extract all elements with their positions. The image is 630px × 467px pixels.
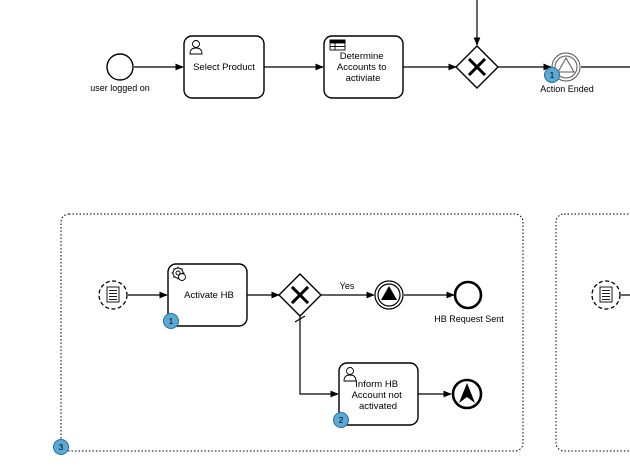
task-label-line: Determine — [340, 51, 384, 62]
svg-text:Determine Accounts to: Determine Accounts to activiate — [337, 51, 389, 84]
triangle-icon — [557, 56, 575, 73]
svg-text:2: 2 — [339, 416, 344, 425]
task-determine-accounts[interactable]: Determine Accounts to activiate — [323, 35, 404, 99]
arrowhead-icon — [459, 383, 475, 403]
triangle-icon — [381, 286, 397, 300]
task-label-line: Account not — [352, 390, 403, 401]
task-select-product[interactable]: Select Product — [183, 35, 265, 99]
task-activate-hb[interactable]: Activate HB — [167, 263, 248, 327]
x-icon — [290, 285, 310, 305]
task-label-line: Select Product — [193, 62, 255, 73]
badge-action-ended: 1 — [544, 67, 560, 83]
svg-text:Activate HB: Activate HB — [184, 290, 234, 301]
conditional-start-event[interactable] — [98, 280, 128, 310]
badge-inform-hb: 2 — [333, 412, 349, 428]
flow-yes-label: Yes — [340, 281, 355, 291]
task-label-line: Activate HB — [184, 290, 234, 301]
flow-gateway-to-inform[interactable] — [299, 316, 339, 398]
task-label-line: activated — [359, 401, 397, 412]
exclusive-gateway-top[interactable] — [455, 45, 499, 89]
start-event-label: user logged on — [90, 83, 150, 93]
task-inform-hb[interactable]: Inform HB Account not activated — [338, 362, 419, 426]
action-ended-label: Action Ended — [540, 84, 594, 94]
badge-activate-hb: 1 — [163, 313, 179, 329]
sequence-flows-top — [134, 0, 630, 71]
hb-request-sent-event[interactable] — [453, 280, 483, 310]
conditional-start-event-right[interactable] — [591, 280, 621, 310]
svg-text:1: 1 — [550, 71, 555, 80]
escalation-end-event[interactable] — [451, 378, 483, 410]
svg-text:Select Product: Select Product — [193, 62, 255, 73]
badge-subprocess: 3 — [53, 439, 69, 455]
document-icon — [106, 286, 120, 303]
sequence-flows-bottom — [128, 291, 455, 398]
x-icon — [467, 57, 487, 77]
event-subprocess[interactable] — [60, 213, 524, 452]
start-event[interactable] — [106, 53, 134, 81]
task-label-line: Accounts to — [337, 62, 387, 73]
user-icon — [189, 40, 203, 55]
signal-throw-event[interactable] — [374, 280, 404, 310]
exclusive-gateway-bottom[interactable] — [278, 273, 322, 317]
svg-text:1: 1 — [169, 317, 174, 326]
svg-text:Inform HB Account not: Inform HB Account not activated — [352, 379, 405, 412]
hb-request-sent-label: HB Request Sent — [434, 314, 504, 324]
task-label-line: activiate — [346, 73, 381, 84]
user-icon — [343, 367, 357, 382]
document-icon — [599, 286, 613, 303]
table-icon — [329, 39, 346, 51]
default-flow-marker — [294, 315, 306, 323]
gear-icon — [171, 266, 186, 281]
event-subprocess-right[interactable] — [555, 213, 630, 452]
svg-text:3: 3 — [59, 443, 64, 452]
task-label-line: Inform HB — [355, 379, 398, 390]
